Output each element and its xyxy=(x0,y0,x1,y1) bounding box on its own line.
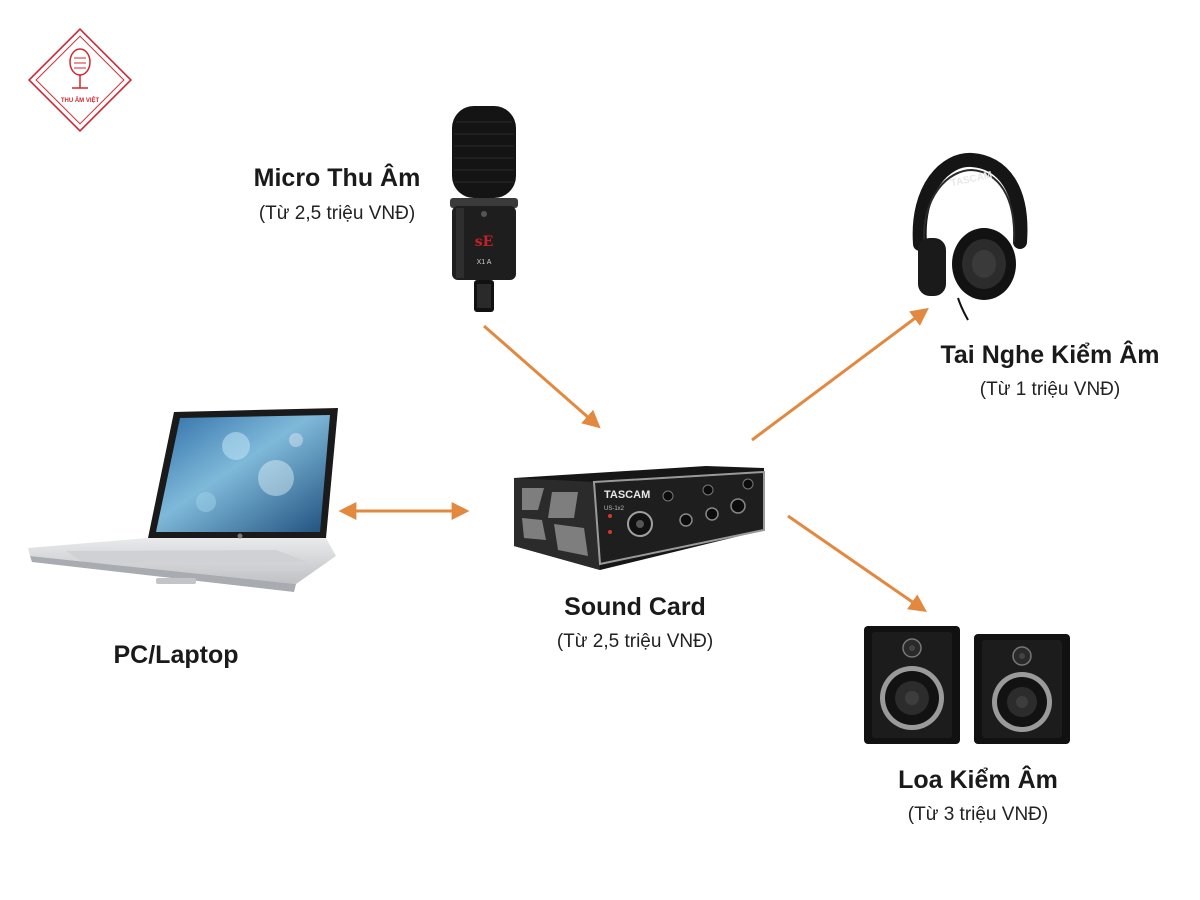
svg-text:TASCAM: TASCAM xyxy=(604,489,650,501)
arrow-soundcard-to-speakers xyxy=(787,514,927,613)
svg-text:US-1x2: US-1x2 xyxy=(604,506,625,512)
brand-logo: THU ÂM VIỆT xyxy=(27,27,133,133)
micro-price: (Từ 2,5 triệu VNĐ) xyxy=(258,203,416,224)
svg-text:X1 A: X1 A xyxy=(477,259,492,266)
micro-title: Micro Thu Âm xyxy=(253,164,421,192)
speakers-price: (Từ 3 triệu VNĐ) xyxy=(907,804,1049,825)
speakers-icon xyxy=(864,626,1070,744)
laptop-title: PC/Laptop xyxy=(113,641,239,669)
arrow-micro-to-soundcard xyxy=(483,324,601,429)
svg-text:sE: sE xyxy=(475,234,494,250)
arrow-soundcard-to-headphones xyxy=(751,307,929,442)
sound-card-icon: TASCAM US-1x2 xyxy=(514,466,765,570)
soundcard-title: Sound Card xyxy=(564,593,706,621)
microphone-icon: sE X1 A xyxy=(450,106,518,312)
soundcard-price: (Từ 2,5 triệu VNĐ) xyxy=(556,631,714,652)
speakers-title: Loa Kiểm Âm xyxy=(898,766,1058,794)
headphones-price: (Từ 1 triệu VNĐ) xyxy=(979,379,1121,400)
laptop-icon xyxy=(28,408,338,592)
headphones-icon: TASCAM xyxy=(912,152,1028,321)
headphones-title: Tai Nghe Kiểm Âm xyxy=(940,341,1160,369)
svg-text:THU ÂM VIỆT: THU ÂM VIỆT xyxy=(61,96,100,104)
